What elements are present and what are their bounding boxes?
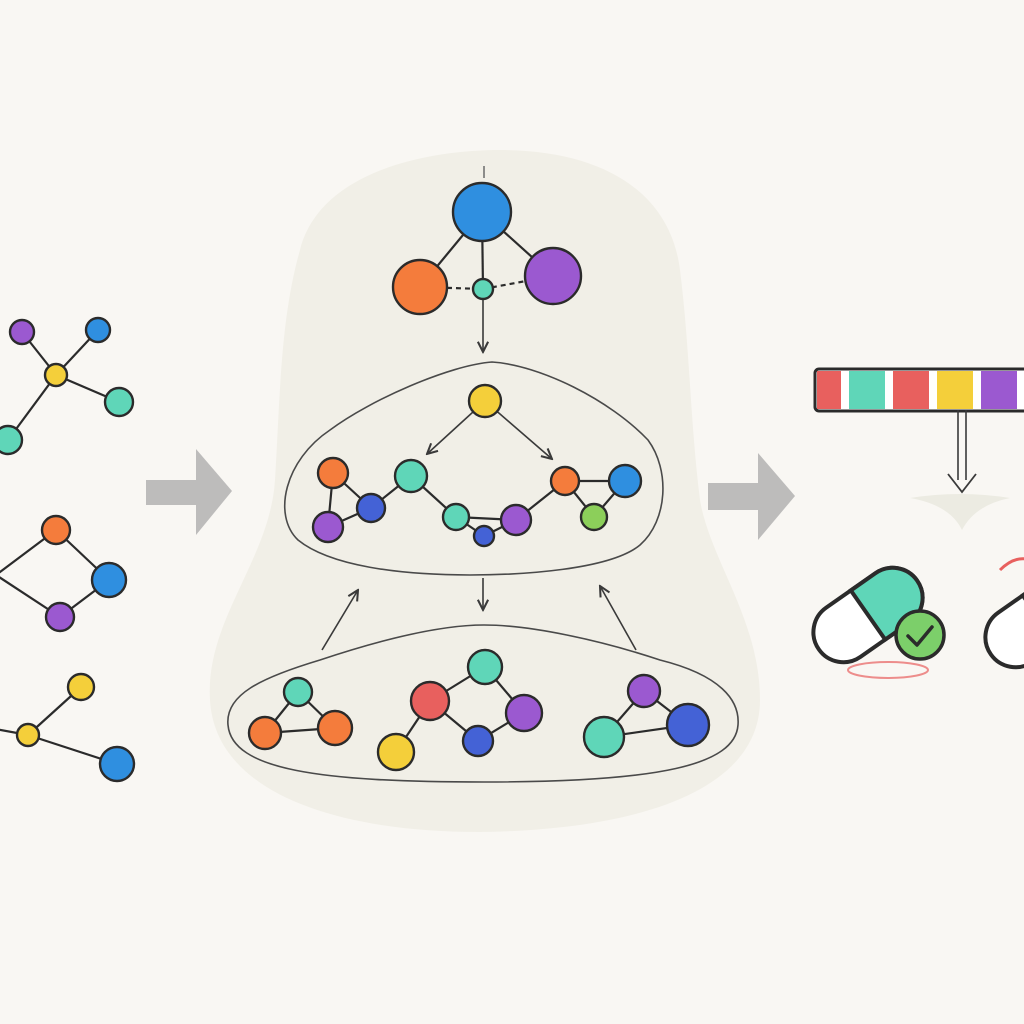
node xyxy=(472,524,496,548)
node xyxy=(461,724,495,758)
flow-arrow-icon xyxy=(708,453,795,540)
node xyxy=(316,709,354,747)
star-graph xyxy=(0,316,135,456)
node xyxy=(15,722,41,748)
node xyxy=(98,745,136,783)
negative-outcome xyxy=(983,557,1024,670)
chain-graph xyxy=(0,672,136,783)
node xyxy=(466,648,504,686)
flow-arrow-icon xyxy=(146,449,232,535)
input-graphs xyxy=(0,316,136,783)
node xyxy=(376,732,416,772)
node xyxy=(607,463,643,499)
node xyxy=(311,510,345,544)
node xyxy=(103,386,135,418)
check-circle-icon xyxy=(894,609,946,661)
feature-bar-segment xyxy=(817,371,841,409)
node xyxy=(90,561,128,599)
node xyxy=(499,503,533,537)
feature-bar xyxy=(813,367,1024,413)
node xyxy=(316,456,350,490)
node xyxy=(43,362,69,388)
node xyxy=(393,458,429,494)
capsule-pill-icon xyxy=(983,570,1024,670)
positive-outcome xyxy=(811,565,946,679)
node xyxy=(582,715,626,759)
node xyxy=(471,277,495,301)
hierarchy-panel xyxy=(209,150,761,832)
node xyxy=(549,465,581,497)
node xyxy=(84,316,112,344)
edge xyxy=(482,274,554,291)
node xyxy=(441,502,471,532)
node xyxy=(626,673,662,709)
node xyxy=(8,318,36,346)
node xyxy=(355,492,387,524)
feature-bar-segment xyxy=(981,371,1017,409)
node xyxy=(579,502,609,532)
node xyxy=(66,672,96,702)
node xyxy=(0,424,24,456)
node xyxy=(409,680,451,722)
node xyxy=(40,514,72,546)
ring-graph xyxy=(0,514,128,633)
middle-cluster xyxy=(311,383,643,548)
top-motif xyxy=(391,181,583,316)
node xyxy=(44,601,76,633)
feature-bar-segment xyxy=(849,371,885,409)
hierarchy xyxy=(227,166,739,783)
node xyxy=(665,702,711,748)
node xyxy=(504,693,544,733)
bottom-motifs-boundary xyxy=(227,624,739,783)
up-arrow-left xyxy=(321,590,358,651)
node xyxy=(247,715,283,751)
feature-bar-segment xyxy=(937,371,973,409)
feature-bar-segment xyxy=(893,371,929,409)
node xyxy=(451,181,513,243)
node xyxy=(523,246,583,306)
node xyxy=(467,383,503,419)
node xyxy=(391,258,449,316)
down-arrow-double xyxy=(910,410,1010,530)
middle-cluster-boundary xyxy=(284,361,664,576)
node xyxy=(282,676,314,708)
bottom-motifs xyxy=(247,648,711,772)
up-arrow-right xyxy=(600,586,637,651)
